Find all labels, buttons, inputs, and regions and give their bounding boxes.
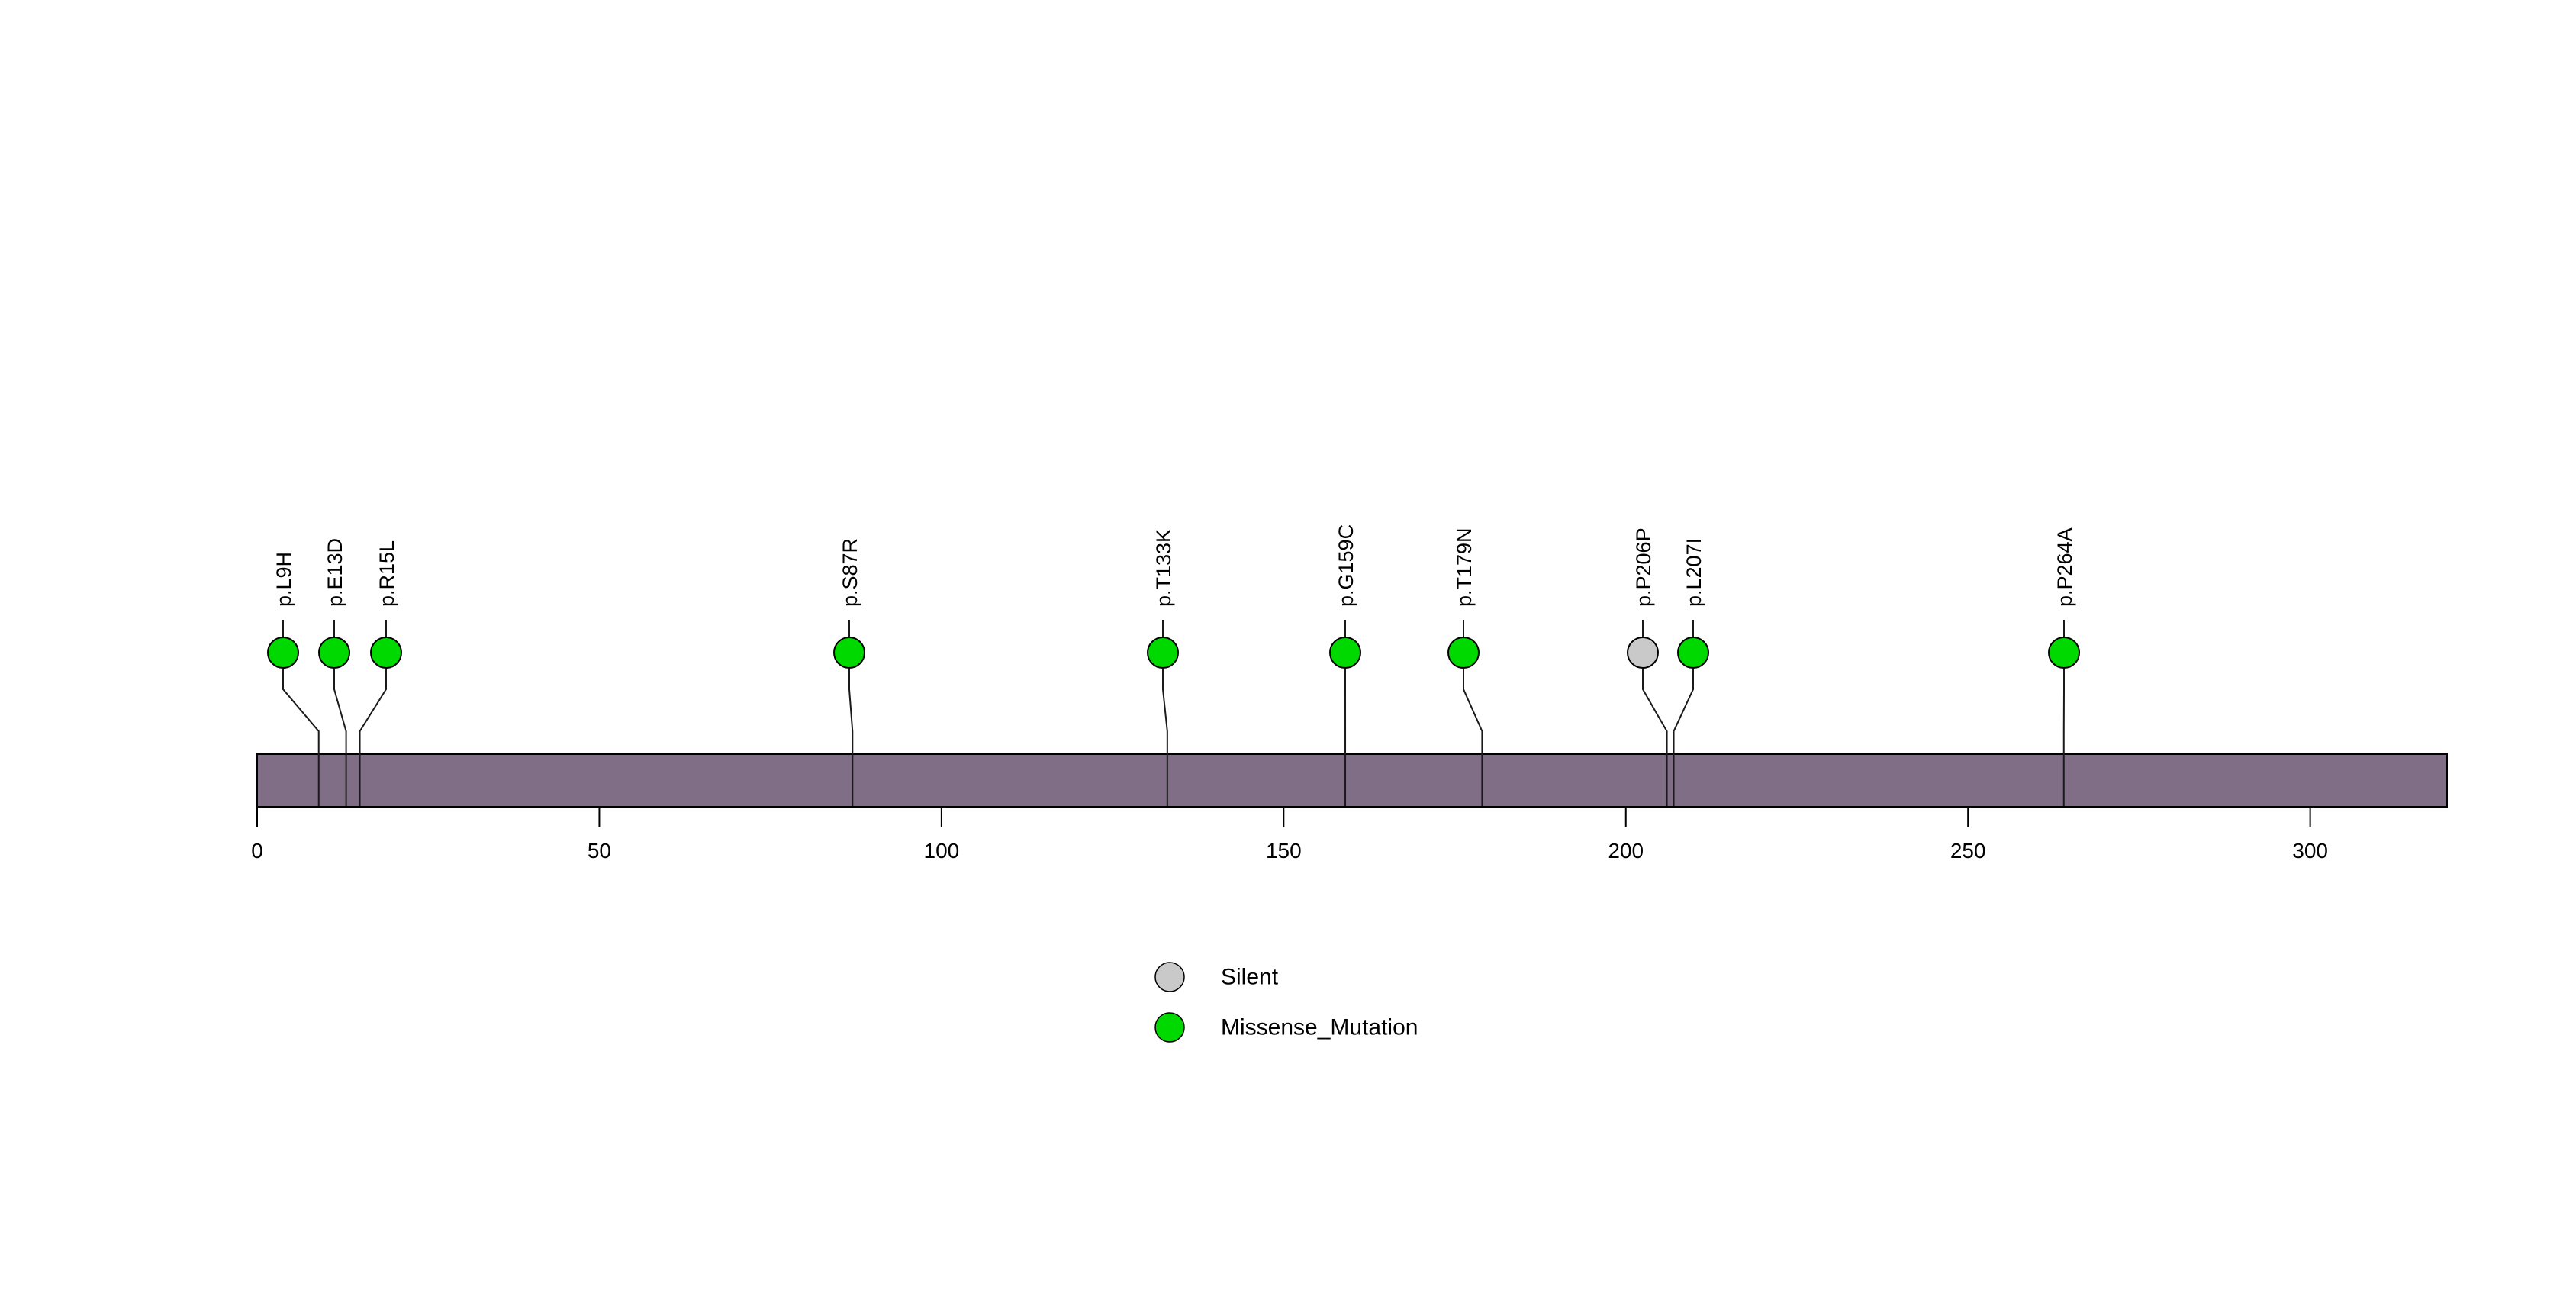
- axis-tick-label: 150: [1266, 839, 1302, 863]
- legend-label: Missense_Mutation: [1221, 1015, 1418, 1040]
- mutation-stem: [1642, 669, 1668, 806]
- mutation-label: p.R15L: [375, 540, 398, 607]
- mutation-circle-missense_mutation: [1147, 637, 1179, 669]
- mutation-stem: [333, 669, 347, 806]
- mutation-label: p.T133K: [1152, 529, 1175, 607]
- mutation-circle-missense_mutation: [1677, 637, 1709, 669]
- mutation-label: p.P206P: [1632, 527, 1655, 607]
- legend-swatch-missense_mutation: [1154, 1012, 1185, 1043]
- mutation-stem: [1463, 669, 1483, 806]
- legend-swatch-silent: [1154, 962, 1185, 992]
- mutation-circle-missense_mutation: [833, 637, 865, 669]
- mutation-circle-missense_mutation: [318, 637, 350, 669]
- mutation-circle-missense_mutation: [370, 637, 402, 669]
- mutation-label: p.P264A: [2053, 527, 2076, 607]
- axis-tick-label: 50: [588, 839, 611, 863]
- mutation-label: p.S87R: [839, 538, 861, 607]
- mutation-label: p.L9H: [272, 552, 295, 607]
- axis-tick-label: 200: [1608, 839, 1644, 863]
- mutation-stem: [359, 669, 387, 806]
- mutation-circle-missense_mutation: [1329, 637, 1361, 669]
- mutation-label: p.L207I: [1682, 538, 1705, 607]
- mutation-label: p.E13D: [324, 538, 346, 607]
- axis-tick-label: 0: [251, 839, 263, 863]
- mutation-circle-missense_mutation: [1447, 637, 1480, 669]
- mutation-label: p.T179N: [1453, 527, 1476, 607]
- mutation-label: p.G159C: [1335, 524, 1357, 607]
- mutation-stem: [848, 669, 854, 806]
- protein-backbone: [256, 753, 2448, 808]
- axis-tick-label: 300: [2292, 839, 2328, 863]
- mutation-stem: [282, 669, 320, 806]
- mutation-stem: [1162, 669, 1168, 806]
- mutation-stem: [1673, 669, 1694, 806]
- axis-tick-label: 100: [924, 839, 960, 863]
- axis-tick-label: 250: [1950, 839, 1986, 863]
- mutation-circle-silent: [1627, 637, 1659, 669]
- mutation-circle-missense_mutation: [267, 637, 299, 669]
- mutation-circle-missense_mutation: [2048, 637, 2080, 669]
- legend-label: Silent: [1221, 965, 1279, 990]
